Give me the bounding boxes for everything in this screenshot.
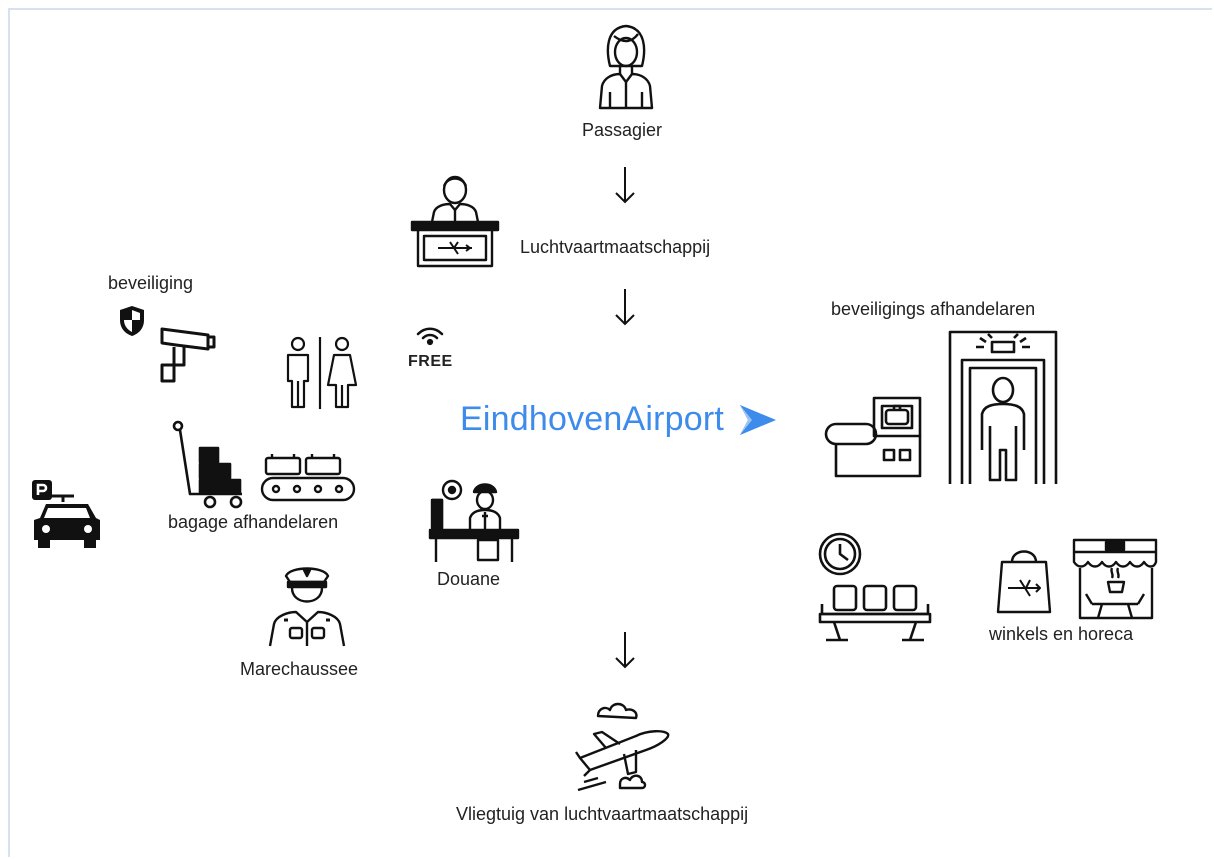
shops-label: winkels en horeca — [989, 624, 1134, 644]
wifi-icon — [415, 326, 445, 346]
logo-text: EindhovenAirport — [460, 400, 725, 438]
logo-mark-icon — [740, 404, 777, 435]
wifi-free-label: FREE — [408, 353, 453, 370]
check-in-desk-icon — [410, 172, 500, 268]
airplane-takeoff-icon — [575, 696, 676, 792]
aircraft-label: Vliegtuig van luchtvaartmaatschappij — [456, 804, 749, 824]
baggage-belt-icon — [260, 454, 356, 504]
security-label: beveiliging — [108, 273, 194, 293]
military-police-icon — [266, 562, 348, 648]
airline-label: Luchtvaartmaatschappij — [520, 237, 711, 257]
waiting-bench-icon — [818, 532, 932, 644]
military-police-label: Marechaussee — [240, 659, 359, 679]
arrow-down-icon — [615, 632, 635, 669]
shopping-bag-icon — [996, 544, 1052, 614]
customs-label: Douane — [437, 569, 501, 589]
xray-scanner-icon — [824, 396, 924, 480]
arrow-down-icon — [615, 289, 635, 326]
passenger-label: Passagier — [582, 120, 663, 140]
passenger-icon — [596, 20, 656, 110]
luggage-cart-icon — [168, 420, 248, 510]
cctv-camera-icon — [156, 325, 216, 385]
shield-icon — [118, 305, 146, 337]
eindhoven-airport-logo: EindhovenAirport — [460, 400, 778, 439]
cafe-storefront-icon — [1072, 538, 1158, 620]
metal-detector-icon — [948, 330, 1058, 486]
arrow-down-icon — [615, 167, 635, 204]
baggage-label: bagage afhandelaren — [168, 512, 339, 532]
diagram-frame — [8, 8, 1212, 857]
parking-car-icon — [30, 478, 104, 552]
security-handlers-label: beveiligings afhandelaren — [831, 299, 1036, 319]
restroom-icon — [282, 335, 358, 411]
customs-officer-icon — [428, 478, 520, 564]
